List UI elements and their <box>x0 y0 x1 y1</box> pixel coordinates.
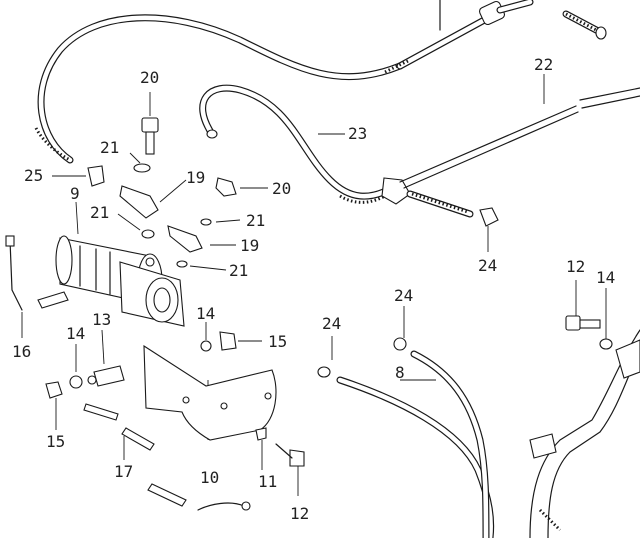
callout-21-b: 21 <box>90 203 110 222</box>
callout-21-d: 21 <box>229 261 249 280</box>
callout-21-a: 21 <box>100 138 120 157</box>
upper-hose <box>34 0 607 164</box>
callout-15-left: 15 <box>46 432 66 451</box>
callout-17: 17 <box>114 462 134 481</box>
callout-22: 22 <box>534 55 554 74</box>
callout-23: 23 <box>348 124 368 143</box>
callout-19-b: 19 <box>240 236 260 255</box>
lower-hoses <box>317 337 495 538</box>
motor-assembly <box>55 235 185 327</box>
callout-21-c: 21 <box>246 211 266 230</box>
callout-9: 9 <box>70 184 80 203</box>
callout-14-left: 14 <box>66 324 86 343</box>
callout-19-a: 19 <box>186 168 206 187</box>
callout-14-right: 14 <box>596 268 616 287</box>
callout-12-bottom: 12 <box>290 504 310 523</box>
callout-24-b: 24 <box>394 286 414 305</box>
leader-lines <box>21 74 607 496</box>
callout-15-mid: 15 <box>268 332 288 351</box>
callout-14-mid: 14 <box>196 304 216 323</box>
callout-25: 25 <box>24 166 44 185</box>
small-parts-lower-left <box>5 235 251 511</box>
hose-23 <box>199 84 640 227</box>
callout-10: 10 <box>200 468 220 487</box>
callout-24-a: 24 <box>478 256 498 275</box>
callout-16: 16 <box>12 342 32 361</box>
callout-20-right: 20 <box>272 179 292 198</box>
callout-13: 13 <box>92 310 112 329</box>
callout-24-c: 24 <box>322 314 342 333</box>
callout-8: 8 <box>395 363 405 382</box>
callout-12-right: 12 <box>566 257 586 276</box>
small-parts-upper <box>87 117 237 268</box>
bracket <box>143 331 305 467</box>
callout-20-top: 20 <box>140 68 160 87</box>
callout-11: 11 <box>258 472 278 491</box>
right-parts <box>529 315 640 538</box>
